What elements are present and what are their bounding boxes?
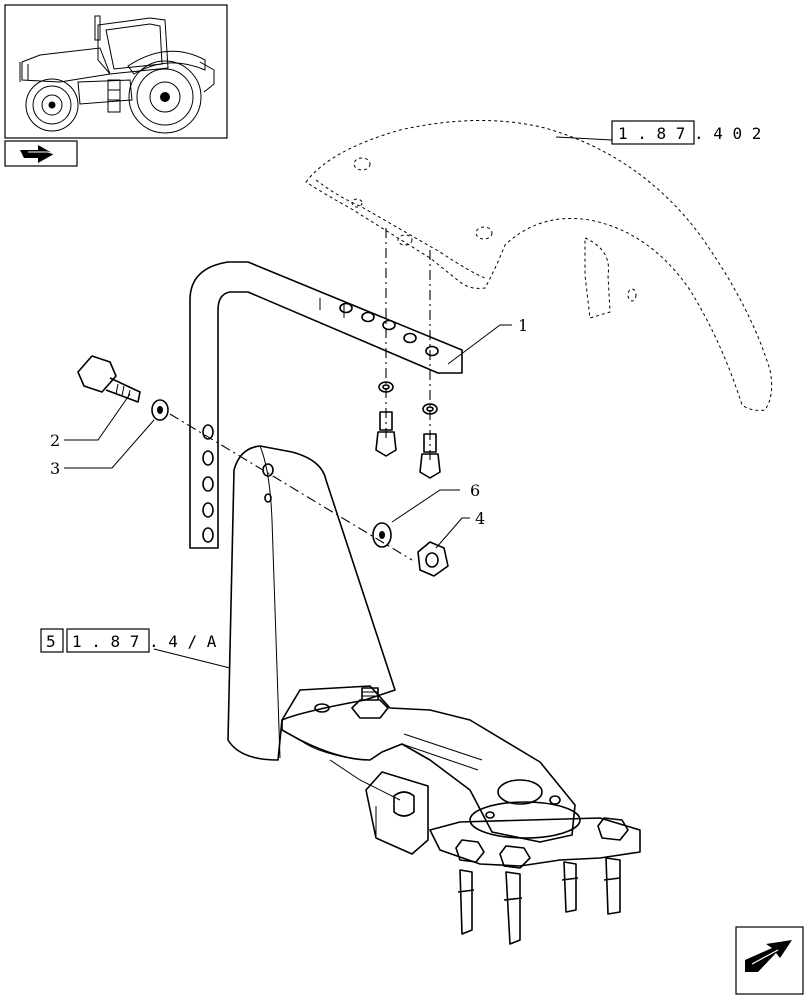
reference-trail-text: . 4 / A: [149, 632, 217, 651]
reference-boxed-text: 1 . 8 7: [618, 124, 685, 143]
leader-lines: [64, 136, 613, 669]
callout-label-6: 6: [470, 481, 480, 500]
back-arrow-icon[interactable]: [4, 140, 78, 167]
callout-label-3: 3: [50, 459, 60, 478]
reference-trail-text: . 4 0 2: [694, 124, 761, 143]
reference-link-fender[interactable]: 1 . 8 7 . 4 0 2: [611, 120, 761, 145]
reference-boxed-text: 1 . 8 7: [72, 632, 139, 651]
fender-bracket: [189, 261, 463, 549]
forward-arrow-icon[interactable]: [735, 926, 804, 995]
fender-bolts: [375, 228, 441, 479]
fender-phantom-outline: [305, 119, 773, 411]
bolt-axis-line: [169, 413, 413, 561]
flat-washer: [151, 399, 169, 421]
reference-number: 5: [46, 632, 56, 651]
fender-support-bracket: [227, 445, 641, 945]
callout-label-2: 2: [50, 431, 60, 450]
callout-label-4: 4: [475, 509, 485, 528]
hex-nut: [417, 541, 449, 577]
washer: [372, 522, 392, 548]
hex-bolt: [77, 355, 141, 403]
callout-label-1: 1: [518, 316, 528, 335]
tractor-thumbnail-icon[interactable]: [4, 4, 228, 139]
reference-link-support[interactable]: 5 1 . 8 7 . 4 / A: [40, 628, 217, 653]
